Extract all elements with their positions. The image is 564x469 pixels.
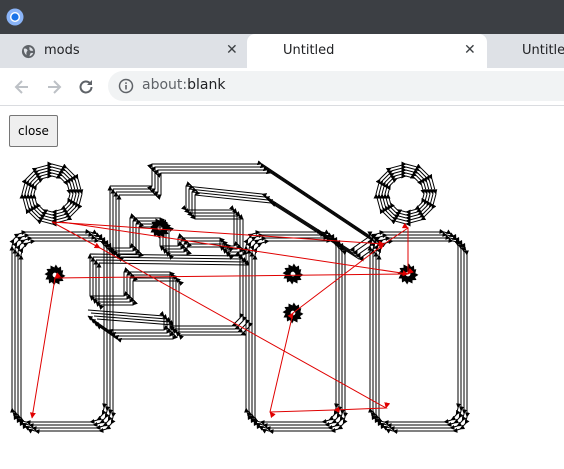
page-content: close [0, 106, 564, 469]
middle-figure-contour [243, 228, 340, 426]
toolpath-drawing [9, 160, 471, 435]
head-contour [22, 164, 81, 224]
jump-move-path [61, 221, 409, 277]
tab-strip: mods ✕ Untitled ✕ Untitle [0, 34, 564, 68]
jump-moves [29, 221, 414, 419]
right-figure-contour [367, 228, 462, 426]
tab-label: Untitled [283, 43, 335, 58]
head-contour [376, 164, 435, 224]
head-contour [28, 170, 75, 218]
jump-move-path [51, 221, 385, 247]
tab-untitled-active[interactable]: Untitled ✕ [247, 34, 487, 68]
chromium-logo-icon [6, 8, 24, 26]
middle-figure-contour [252, 237, 349, 435]
middle-figure-contour [249, 234, 346, 432]
feature-dot-contour [285, 266, 301, 282]
head-contour [31, 173, 73, 215]
tab-close-icon[interactable]: ✕ [226, 42, 238, 58]
tab-mods[interactable]: mods ✕ [0, 34, 246, 68]
toolpath-contours [9, 160, 471, 435]
lower-maze-contour [90, 254, 248, 334]
reload-icon[interactable] [76, 77, 96, 97]
head-contour [25, 167, 78, 221]
address-path: blank [187, 77, 226, 93]
address-scheme: about: [142, 77, 188, 93]
head-contour [379, 167, 432, 221]
address-bar[interactable]: about:blank [108, 71, 564, 101]
head-contour [385, 173, 427, 215]
jump-move-path [29, 221, 414, 419]
forward-arrow-icon[interactable] [44, 77, 64, 97]
tab-label: Untitle [522, 43, 564, 58]
tab-close-icon[interactable]: ✕ [464, 42, 476, 58]
right-figure-contour [376, 237, 471, 435]
globe-icon [21, 44, 36, 59]
info-icon[interactable] [118, 78, 134, 94]
close-button[interactable]: close [9, 115, 58, 147]
browser-titlebar [0, 0, 564, 34]
right-figure-contour [370, 231, 465, 429]
browser-toolbar: about:blank [0, 68, 564, 106]
right-figure-contour [373, 234, 468, 432]
back-arrow-icon[interactable] [12, 77, 32, 97]
feature-dot-contour [47, 267, 63, 283]
middle-figure-contour [246, 231, 343, 429]
address-text: about:blank [142, 77, 225, 93]
head-contour [382, 170, 429, 218]
tab-label: mods [44, 43, 80, 58]
tab-untitled-2[interactable]: Untitle [488, 34, 564, 68]
